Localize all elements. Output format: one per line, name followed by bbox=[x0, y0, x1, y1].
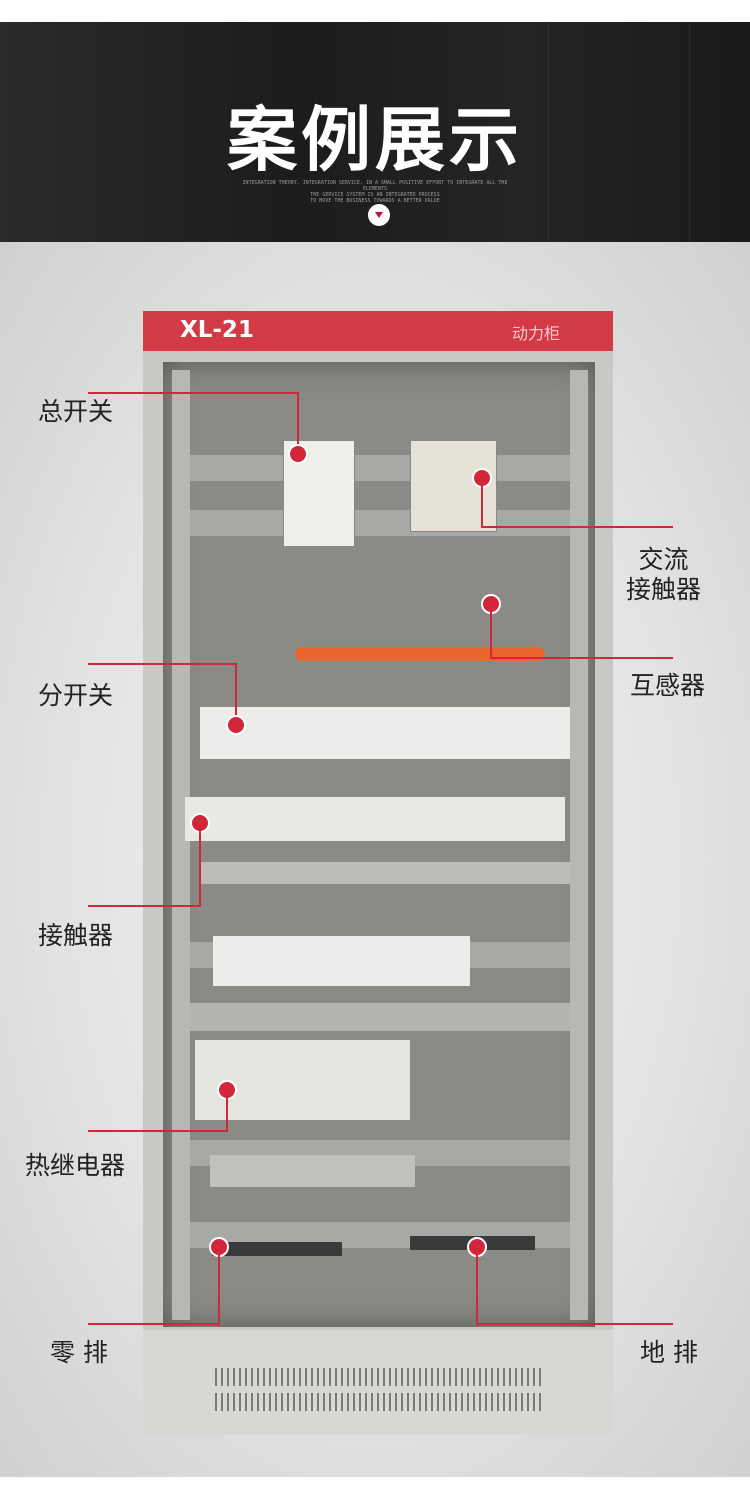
contactor-row bbox=[185, 797, 565, 841]
callout-line bbox=[481, 526, 673, 528]
current-transformer-bar bbox=[295, 647, 545, 661]
callout-line bbox=[199, 823, 201, 907]
terminal-row bbox=[200, 862, 570, 884]
label-ac-contactor: 交流 接触器 bbox=[626, 545, 701, 605]
callout-line bbox=[88, 1323, 220, 1325]
page-subtitle: INTEGRATION THEORY, INTEGRATION SERVICE,… bbox=[230, 180, 520, 204]
mounting-bar bbox=[190, 510, 570, 536]
page-title: 案例展示 bbox=[227, 99, 523, 181]
label-main-switch: 总开关 bbox=[38, 397, 114, 426]
callout-line bbox=[88, 905, 201, 907]
vent-slots bbox=[215, 1368, 545, 1386]
branch-breaker-row bbox=[200, 707, 570, 759]
callout-line bbox=[218, 1247, 220, 1325]
callout-line bbox=[88, 663, 236, 665]
subtitle-line: INTEGRATION THEORY, INTEGRATION SERVICE,… bbox=[242, 180, 508, 186]
callout-line bbox=[226, 1090, 228, 1132]
callout-line bbox=[490, 604, 492, 659]
mounting-bar bbox=[190, 455, 570, 481]
callout-line bbox=[88, 1130, 228, 1132]
din-rail bbox=[190, 1003, 570, 1031]
cabinet-sign bbox=[143, 311, 613, 351]
page-footer-space bbox=[0, 1477, 750, 1490]
branch-breaker-row-lower bbox=[213, 936, 470, 986]
callout-line bbox=[235, 663, 237, 723]
callout-line bbox=[88, 392, 298, 394]
label-ac-contactor-line1: 交流 bbox=[638, 545, 689, 574]
mounting-rail-left bbox=[172, 370, 190, 1320]
terminal-row-lower bbox=[210, 1155, 415, 1187]
cabinet-model: XL-21 bbox=[180, 317, 254, 343]
label-transformer: 互感器 bbox=[630, 671, 706, 700]
callout-line bbox=[476, 1323, 673, 1325]
vent-slots bbox=[215, 1393, 545, 1411]
chevron-down-icon[interactable] bbox=[368, 204, 390, 226]
neutral-busbar bbox=[212, 1242, 342, 1256]
label-contactor: 接触器 bbox=[38, 921, 114, 950]
callout-dot bbox=[226, 715, 246, 735]
callout-line bbox=[481, 478, 483, 528]
label-earth-bar: 地 排 bbox=[640, 1338, 698, 1367]
label-ac-contactor-line2: 接触器 bbox=[626, 575, 702, 604]
label-thermal-relay: 热继电器 bbox=[25, 1151, 126, 1180]
subtitle-line: THE SERVICE SYSTEM IS AN INTEGRATED PROC… bbox=[310, 192, 440, 198]
callout-dot bbox=[288, 444, 308, 464]
mounting-rail-right bbox=[570, 370, 588, 1320]
cabinet-type: 动力柜 bbox=[512, 324, 561, 343]
subtitle-line: ELEMENTS bbox=[362, 186, 388, 192]
label-neutral-bar: 零 排 bbox=[50, 1338, 108, 1367]
label-branch-switch: 分开关 bbox=[38, 681, 114, 710]
callout-line bbox=[490, 657, 673, 659]
header-banner: 案例展示 INTEGRATION THEORY, INTEGRATION SER… bbox=[0, 22, 750, 242]
callout-line bbox=[297, 392, 299, 452]
callout-line bbox=[476, 1247, 478, 1325]
subtitle-line: TO MOVE THE BUSINESS TOWARDS A BETTER VA… bbox=[310, 198, 440, 204]
